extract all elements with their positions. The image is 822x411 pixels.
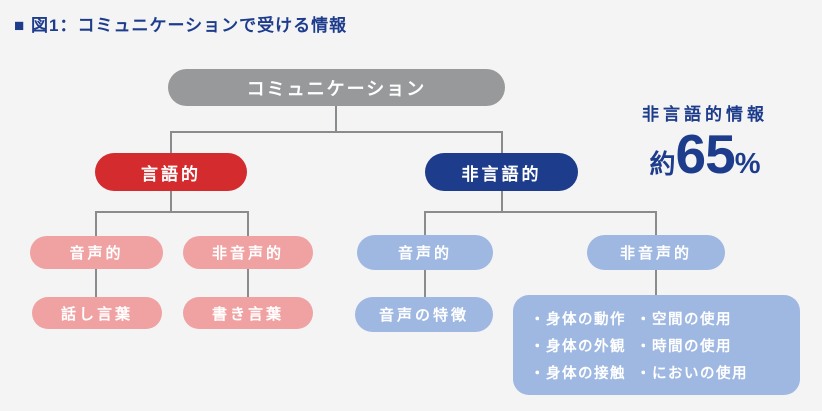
connector-line [501, 131, 503, 154]
nonvocal-items-column-1: ・身体の動作 ・身体の外観 ・身体の接触 [530, 307, 626, 395]
node-verbal-vocal: 音声的 [30, 236, 163, 269]
node-communication: コミュニケーション [168, 69, 505, 106]
connector-line [424, 269, 426, 298]
connector-line [655, 269, 657, 296]
connector-line [655, 211, 657, 236]
node-spoken-words: 話し言葉 [32, 297, 162, 329]
figure-title: ■ 図1：コミュニケーションで受ける情報 [14, 16, 348, 35]
annotation-value: 約 65 % [610, 127, 800, 182]
connector-line [247, 211, 249, 237]
connector-line [247, 268, 249, 298]
list-item: ・においの使用 [636, 366, 748, 382]
connector-line [424, 211, 426, 236]
list-item: ・身体の外観 [530, 339, 626, 355]
connector-line [170, 191, 172, 213]
nonvocal-items-box: ・身体の動作 ・身体の外観 ・身体の接触 ・空間の使用 ・時間の使用 ・においの… [513, 295, 800, 395]
connector-line [335, 106, 337, 133]
list-item: ・時間の使用 [636, 339, 732, 355]
node-nonverbal-nonvocal: 非音声的 [587, 235, 725, 270]
list-item: ・身体の動作 [530, 312, 626, 328]
connector-line [95, 211, 97, 237]
node-voice-features: 音声の特徴 [355, 297, 493, 332]
connector-line [170, 131, 172, 154]
annotation-label: 非言語的情報 [642, 105, 768, 124]
node-nonverbal-vocal: 音声的 [357, 235, 493, 270]
connector-line [170, 131, 503, 133]
node-verbal: 言語的 [95, 153, 247, 191]
annotation-unit: % [734, 148, 761, 180]
annotation-number: 65 [675, 123, 736, 185]
nonvocal-items-column-2: ・空間の使用 ・時間の使用 ・においの使用 [636, 307, 748, 395]
node-written-words: 書き言葉 [183, 297, 313, 329]
nonverbal-percentage-annotation: 非言語的情報 約 65 % [610, 100, 800, 182]
connector-line [95, 211, 249, 213]
connector-line [424, 211, 657, 213]
list-item: ・空間の使用 [636, 312, 732, 328]
node-verbal-nonvocal: 非音声的 [183, 236, 313, 269]
annotation-prefix: 約 [649, 149, 676, 179]
connector-line [95, 268, 97, 298]
connector-line [501, 191, 503, 213]
node-nonverbal: 非言語的 [425, 153, 578, 191]
list-item: ・身体の接触 [530, 366, 626, 382]
